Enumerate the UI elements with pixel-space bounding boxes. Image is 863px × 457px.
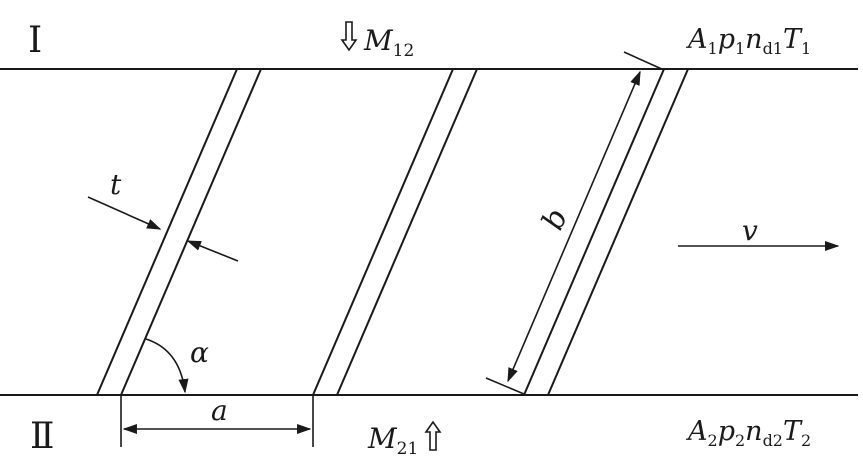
flux-down-arrow-icon xyxy=(340,21,358,52)
region-bottom-label: Ⅱ xyxy=(30,416,54,456)
flux-top-label: M12 xyxy=(363,24,414,61)
plate-3 xyxy=(523,68,689,396)
thickness-indicator xyxy=(87,196,239,262)
thickness-label: t xyxy=(110,168,122,201)
state-top-label: A1p1nd1T1 xyxy=(685,24,811,58)
angle-arc xyxy=(145,338,189,394)
plate-1 xyxy=(96,68,262,396)
state-bottom-label: A2p2nd2T2 xyxy=(685,416,811,450)
flux-bottom-label: M21 xyxy=(367,422,418,457)
angle-label: α xyxy=(190,336,209,369)
length-dimension xyxy=(485,51,665,395)
velocity-label: v xyxy=(742,214,758,247)
spacing-dimension xyxy=(120,395,314,447)
flux-up-arrow-icon xyxy=(424,420,442,451)
spacing-label: a xyxy=(211,394,228,427)
plate-2 xyxy=(312,68,478,396)
region-top-label: Ⅰ xyxy=(28,20,42,60)
length-label: b xyxy=(535,203,575,235)
